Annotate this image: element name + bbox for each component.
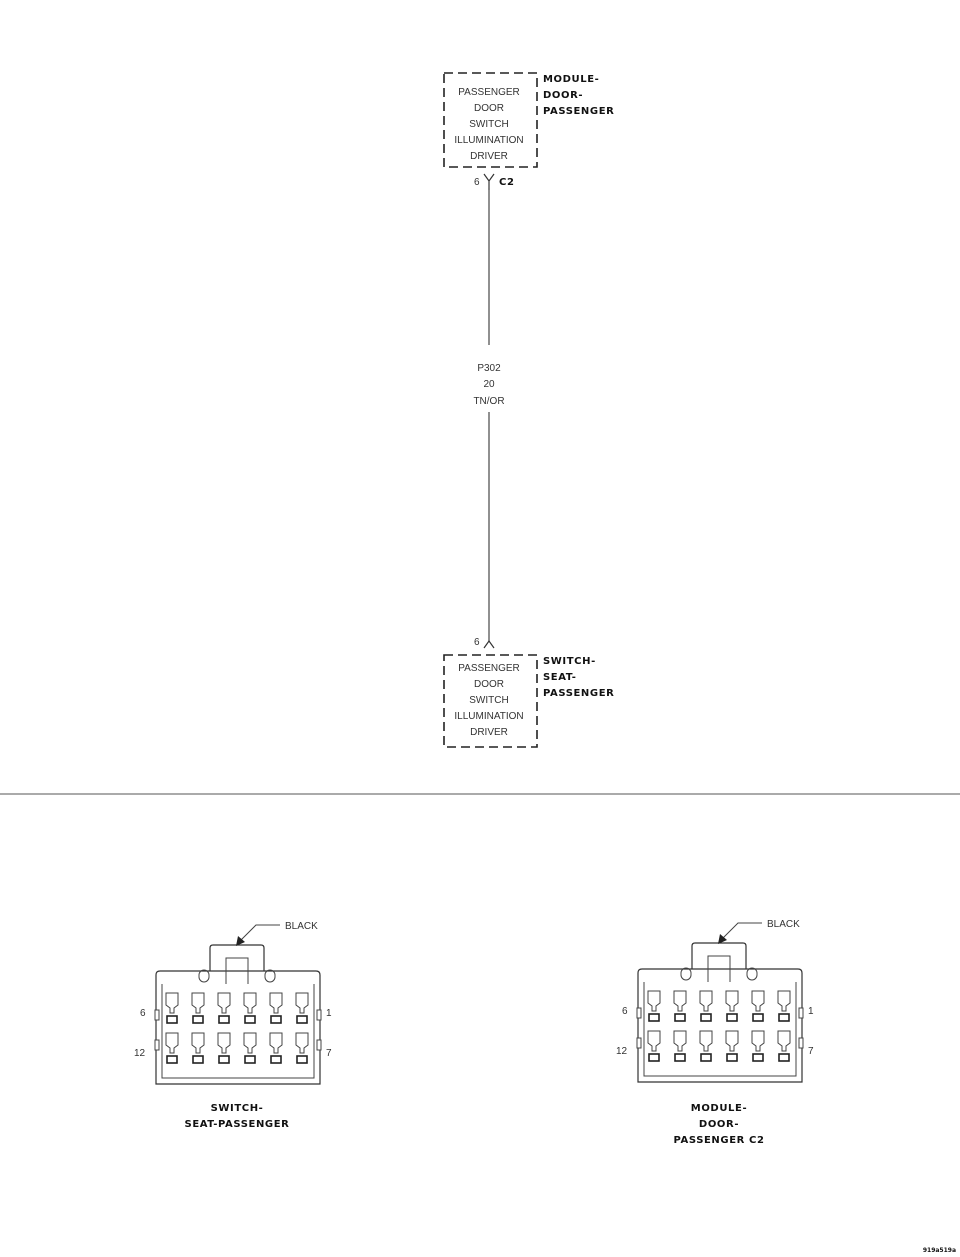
color-leader-line [721,922,762,940]
bottom-component-line-2: DOOR [474,679,504,690]
top-component-line-2: DOOR [474,103,504,114]
connector-body [636,922,804,1083]
bottom-component-line-4: ILLUMINATION [454,711,523,722]
connector-post [680,967,692,981]
connector-caption-2: DOOR- [699,1119,739,1130]
connector-cavity [647,990,661,1022]
bottom-component-name-2: SEAT- [543,672,577,683]
connector-cavity [217,1032,231,1064]
connector-cavity [699,1030,713,1062]
bottom-component-line-3: SWITCH [469,695,508,706]
top-component-line-4: ILLUMINATION [454,135,523,146]
connector-cavity [165,992,179,1024]
connector-pin-7: 7 [808,1046,814,1057]
top-component-name-1: MODULE- [543,74,599,85]
connector-cavity [751,990,765,1022]
bottom-component-name-1: SWITCH- [543,656,596,667]
connector-housing [155,970,321,1085]
bottom-connector-mark: 6 [474,637,495,649]
connector-cavities [165,992,309,1064]
top-component-line-5: DRIVER [470,151,508,162]
connector-cavity [777,1030,791,1062]
connector-key-notch [798,1007,804,1019]
top-component-line-3: SWITCH [469,119,508,130]
connector-cavity [673,1030,687,1062]
connector-cavity [191,992,205,1024]
connector-key-notch [798,1037,804,1049]
connector-cavity [217,992,231,1024]
connector-lock-latch [707,955,731,982]
wire-circuit: P302 [477,363,501,374]
figure-id: 919a519a [923,1247,956,1254]
color-leader-line [239,924,280,942]
color-leader-arrowhead [718,934,727,944]
connector-lock-latch [225,957,249,984]
connector-body [154,924,322,1085]
connector-pin-1: 1 [326,1008,332,1019]
top-component-name-3: PASSENGER [543,106,614,117]
connector-inner-frame [161,984,315,1079]
connector-view-switch-seat-passenger: 6 1 12 7 BLACK SWITCH- SEAT-PASSENGER [134,921,332,1130]
connector-cavities [647,990,791,1062]
connector-cavity [647,1030,661,1062]
connector-cavity [165,1032,179,1064]
connector-color-label: BLACK [285,921,318,932]
top-connector-name: C2 [499,177,515,188]
top-component: PASSENGER DOOR SWITCH ILLUMINATION DRIVE… [443,72,614,168]
connector-key-notch [316,1039,322,1051]
connector-color-label: BLACK [767,919,800,930]
wire-label: P302 20 TN/OR [473,363,504,407]
connector-caption-1: SWITCH- [211,1103,264,1114]
bottom-component-line-5: DRIVER [470,727,508,738]
top-component-box [443,72,538,168]
connector-post [264,969,276,983]
connector-pin-6: 6 [140,1008,146,1019]
bottom-component-name-3: PASSENGER [543,688,614,699]
connector-inner-frame [643,982,797,1077]
connector-housing [637,968,803,1083]
color-leader-arrowhead [236,936,245,946]
connector-key-notch [636,1007,642,1019]
connector-cavity [269,992,283,1024]
bottom-pin-number: 6 [474,637,480,648]
connector-caption-1: MODULE- [691,1103,747,1114]
connector-pin-6: 6 [622,1006,628,1017]
wire-gauge: 20 [483,379,495,390]
connector-key-notch [316,1009,322,1021]
connector-pin-12: 12 [134,1048,146,1059]
connector-post [198,969,210,983]
connector-post [746,967,758,981]
bottom-component-line-1: PASSENGER [458,663,520,674]
connector-cavity [243,1032,257,1064]
connector-caption-3: PASSENGER C2 [673,1135,764,1146]
connector-cavity [191,1032,205,1064]
connector-key-notch [636,1037,642,1049]
connector-pin-1: 1 [808,1006,814,1017]
connector-cavity [295,1032,309,1064]
connector-cavity [725,990,739,1022]
connector-cavity [725,1030,739,1062]
top-pin-number: 6 [474,177,480,188]
connector-view-module-door-passenger-c2: 6 1 12 7 BLACK MODULE- DOOR- PASSENGER C… [616,919,814,1146]
bottom-component-box [443,654,538,748]
connector-key-notch [154,1009,160,1021]
connector-cavity [699,990,713,1022]
connector-cavity [777,990,791,1022]
connector-pin-7: 7 [326,1048,332,1059]
top-component-name-2: DOOR- [543,90,583,101]
connector-pin-12: 12 [616,1046,628,1057]
connector-cavity [269,1032,283,1064]
top-connector-mark: 6 C2 [474,173,515,190]
connector-caption-2: SEAT-PASSENGER [185,1119,290,1130]
wire-color: TN/OR [473,396,504,407]
connector-cavity [673,990,687,1022]
connector-key-notch [154,1039,160,1051]
top-component-line-1: PASSENGER [458,87,520,98]
connector-cavity [295,992,309,1024]
connector-cavity [751,1030,765,1062]
connector-cavity [243,992,257,1024]
bottom-component: PASSENGER DOOR SWITCH ILLUMINATION DRIVE… [443,654,614,748]
